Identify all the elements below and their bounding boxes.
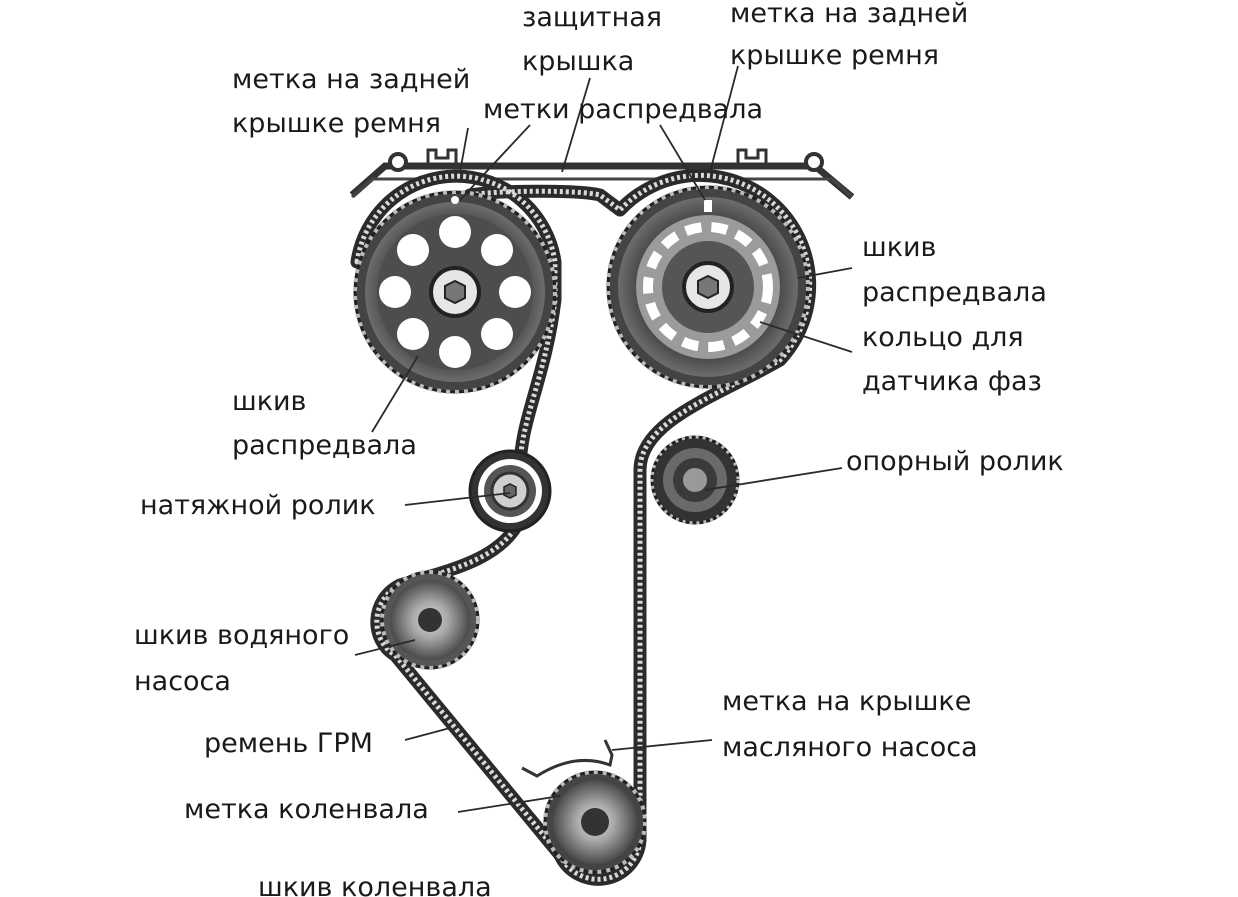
camshaft-pulley-right <box>606 185 810 389</box>
leader-camshaft-pulley-left <box>371 355 419 433</box>
label-water-pump-pulley: шкив водяного насоса <box>134 620 358 697</box>
tensioner-roller <box>468 449 552 533</box>
label-crankshaft-pulley: шкив коленвала <box>258 872 492 897</box>
label-timing-belt: ремень ГРМ <box>204 728 373 759</box>
crankshaft-pulley <box>543 770 647 874</box>
label-rear-cover-mark-left: метка на задней крышке ремня <box>232 64 479 139</box>
label-oil-pump-cover-mark: метка на крышке масляного насоса <box>722 686 980 763</box>
leader-tensioner-roller <box>404 492 511 506</box>
label-crankshaft-mark: метка коленвала <box>184 794 429 825</box>
leader-camshaft-mark-right <box>659 124 706 201</box>
water-pump-pulley <box>380 570 480 670</box>
leader-oil-pump-mark <box>611 739 713 751</box>
leader-idler-roller <box>704 467 843 491</box>
label-tensioner-roller: натяжной ролик <box>140 490 376 521</box>
label-camshaft-pulley-right: шкив распредвала <box>862 232 1047 308</box>
leader-camshaft-pulley-right <box>797 267 853 279</box>
leader-crankshaft-mark <box>457 795 561 813</box>
label-phase-sensor-ring: кольцо для датчика фаз <box>862 322 1042 397</box>
label-camshaft-marks: метки распредвала <box>483 94 763 125</box>
label-camshaft-pulley-left: шкив распредвала <box>232 386 417 461</box>
oil-pump-cover-mark <box>521 739 614 778</box>
idler-roller <box>650 435 740 525</box>
leader-timing-belt <box>404 727 451 741</box>
leader-rear-mark-right <box>709 65 739 173</box>
label-rear-cover-mark-right: метка на задней крышке ремня <box>730 0 977 71</box>
leader-camshaft-mark-left <box>459 124 531 201</box>
leader-lines <box>354 65 853 813</box>
leader-phase-ring <box>759 321 853 353</box>
leader-rear-mark-left <box>459 127 469 173</box>
label-protective-cover: защитная крышка <box>522 2 671 77</box>
protective-cover <box>349 148 855 200</box>
leader-protective-cover <box>561 77 591 173</box>
label-idler-roller: опорный ролик <box>846 446 1064 477</box>
timing-belt <box>350 168 817 886</box>
leader-water-pump <box>354 639 416 656</box>
camshaft-pulley-left <box>353 190 557 394</box>
